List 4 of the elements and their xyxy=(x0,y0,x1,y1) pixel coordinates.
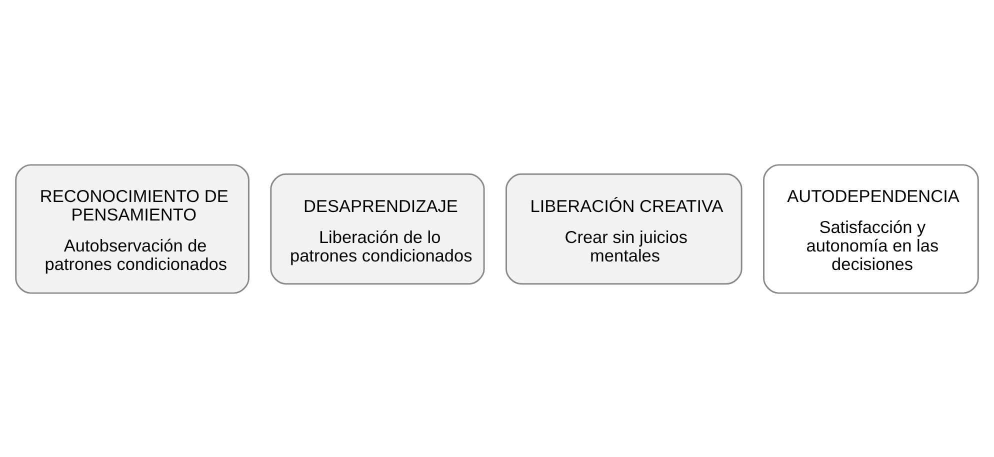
node-box: AUTODEPENDENCIA Satisfacción y autonomía en las decisiones xyxy=(763,164,979,294)
node-box: RECONOCIMIENTO DE PENSAMIENTO Autobservación de patrones condicionados xyxy=(15,164,250,294)
node-box: DESAPRENDIZAJE Liberación de lo patrones condicionados xyxy=(270,172,485,284)
node-box: LIBERACIÓN CREATIVA Crear sin juicios mentales xyxy=(506,172,742,284)
